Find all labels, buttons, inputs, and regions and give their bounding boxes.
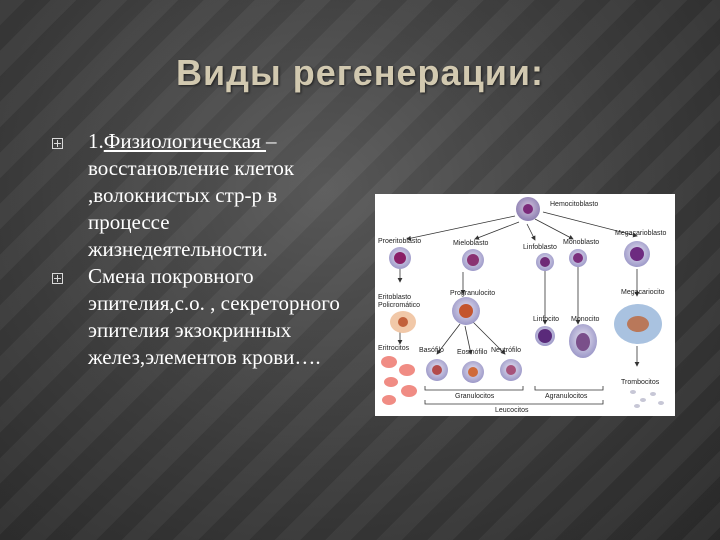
bullet-item-1: 1.Физиологическая – восстановление клето… [52,128,352,263]
trombocitos-cells [630,390,664,408]
bullet-box-icon [52,138,63,149]
label-eritoblasto: Eritoblasto [378,294,411,301]
bullet-2-text: Смена покровного эпителия,с.о. , секрето… [88,264,340,369]
label-basofilo: Basófilo [419,347,444,354]
bullet-list: 1.Физиологическая – восстановление клето… [52,128,352,371]
label-leucocitos: Leucocitos [495,407,529,414]
label-linfoblasto: Linfoblasto [523,244,557,251]
label-policromatico: Policromático [378,302,420,309]
hematopoiesis-diagram: Hemocitoblasto Proeritoblasto Mieloblast… [375,194,675,416]
branch-arrows [397,211,640,367]
label-proeritoblasto: Proeritoblasto [378,238,421,245]
brackets [424,386,604,405]
bullet-1-prefix: 1. [88,129,104,153]
label-mieloblasto: Mieloblasto [453,240,489,247]
label-agranulocitos: Agranulocitos [545,393,588,400]
label-trombocitos: Trombocitos [621,379,660,386]
eritrocitos-cells [381,356,417,405]
label-megacariocito: Megacariocito [621,289,665,296]
label-linfocito: Linfocito [533,316,559,323]
label-hemocitoblasto: Hemocitoblasto [550,201,598,208]
bullet-box-icon [52,273,63,284]
hematopoiesis-svg: Hemocitoblasto Proeritoblasto Mieloblast… [378,197,666,414]
label-monocito: Monocito [571,316,600,323]
label-progranulocito: Progranulocito [450,290,495,297]
slide-title: Виды регенерации: [176,52,544,93]
label-eosinofilo: Eosinófilo [457,349,487,356]
label-monoblasto: Monoblasto [563,239,599,246]
physiological-link[interactable]: Физиологическая [103,129,267,153]
label-megacarioblasto: Megacarioblasto [615,230,666,237]
label-neutrofilo: Neutrófilo [491,347,521,354]
bullet-1-text: – восстановление клеток ,волокнистых стр… [88,129,295,261]
label-eritrocitos: Eritrocitos [378,345,410,352]
bullet-item-2: Смена покровного эпителия,с.о. , секрето… [52,263,352,371]
label-granulocitos: Granulocitos [455,393,495,400]
